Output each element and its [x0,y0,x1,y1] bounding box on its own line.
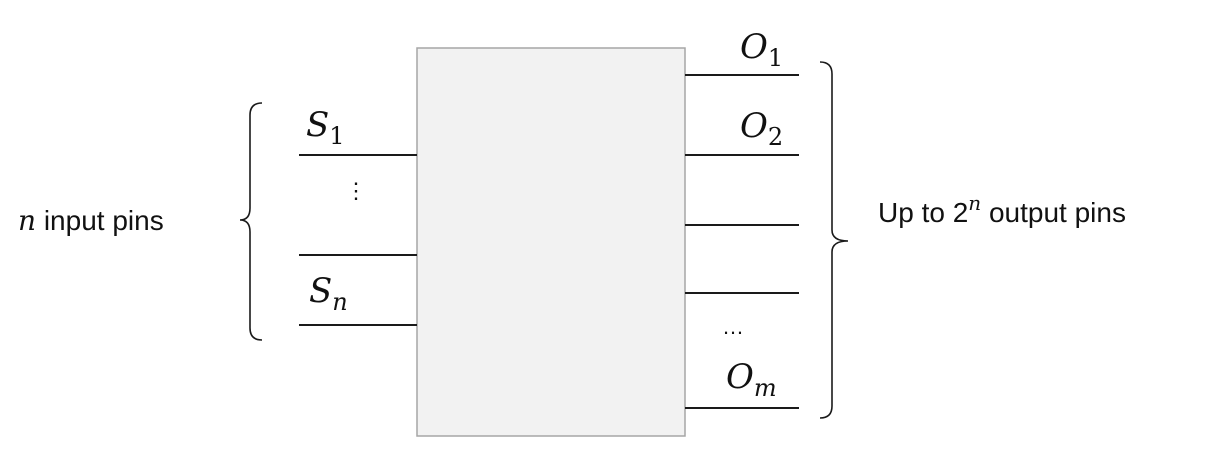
pin-label-o1: O1 [740,27,783,72]
output-brace [819,61,849,419]
input-brace [239,102,263,341]
output-ellipsis: … [722,314,744,339]
output-count-label: Up to 2n output pins [878,191,1126,228]
input-ellipsis: ⋮ [345,178,367,203]
pin-label-sn: Sn [309,271,348,316]
pin-label-om: Om [726,357,777,402]
input-count-label: n input pins [18,204,164,237]
decoder-block [416,47,686,437]
pin-label-o2: O2 [740,106,783,151]
pin-label-s1: S1 [306,105,345,150]
